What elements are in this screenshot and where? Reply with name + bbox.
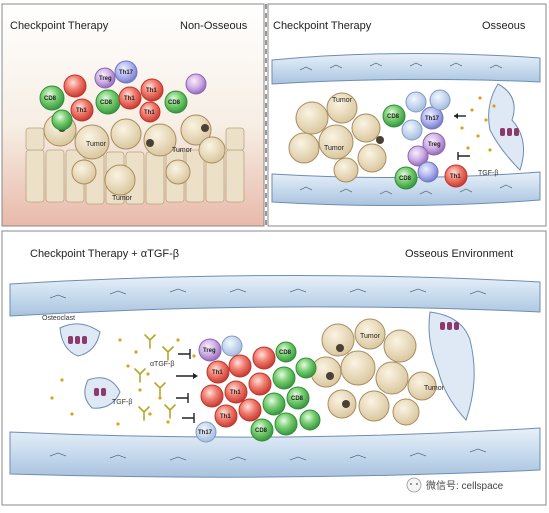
b-th17-label: Th17 — [198, 430, 213, 436]
tl-th1-label-2: Th1 — [76, 108, 87, 114]
tl-th1-label-1: Th1 — [124, 96, 135, 102]
b-cd8-label-1: CD8 — [255, 428, 268, 434]
tcells-tl — [39, 60, 207, 131]
panel-top-right: Checkpoint Therapy Osseous TGF-β — [267, 3, 547, 227]
tcells-tr — [382, 89, 468, 190]
b-cd8-label-3: CD8 — [279, 350, 292, 356]
b-th1-label-1: Th1 — [212, 370, 223, 376]
tl-tumor-label-2: Tumor — [172, 147, 193, 154]
panel-bottom: Checkpoint Therapy + αTGF-β Osseous Envi… — [1, 230, 547, 506]
tcells-b — [195, 335, 321, 443]
tl-treg-label: Treg — [99, 76, 112, 82]
panel-bottom-title: Checkpoint Therapy + αTGF-β — [30, 248, 179, 260]
tl-tumor-label-1: Tumor — [86, 141, 107, 148]
b-inhibit-bars — [176, 349, 195, 423]
b-bone-lower — [9, 427, 541, 478]
b-atgfb-label: αTGF-β — [150, 361, 174, 368]
tr-cd8-label-1: CD8 — [387, 114, 400, 120]
tr-osteoclast — [488, 83, 525, 171]
watermark: 微信号: cellspace — [406, 477, 504, 493]
wechat-icon — [406, 477, 422, 493]
b-tgfb-dots — [50, 338, 196, 426]
b-treg-label: Treg — [203, 348, 216, 354]
tl-cd8-label-2: CD8 — [100, 100, 113, 106]
tl-tumor-label-3: Tumor — [112, 195, 133, 202]
tr-tumor-label-1: Tumor — [332, 97, 353, 104]
b-bone-upper — [9, 274, 541, 317]
b-tgfb-label: TGF-β — [112, 399, 132, 406]
panel-top-right-subtitle: Osseous — [482, 20, 526, 32]
b-th1-label-3: Th1 — [220, 414, 231, 420]
tr-th17-label: Th17 — [425, 116, 440, 122]
tl-th17-label: Th17 — [119, 70, 134, 76]
panel-top-left-title: Checkpoint Therapy — [10, 20, 109, 32]
panel-bottom-subtitle: Osseous Environment — [405, 248, 513, 260]
watermark-text: 微信号: cellspace — [426, 479, 504, 492]
panel-top-right-title: Checkpoint Therapy — [273, 20, 372, 32]
tr-tgfb-label: TGF-β — [478, 170, 498, 177]
tl-th1-label-4: Th1 — [144, 110, 155, 116]
tl-th1-label-3: Th1 — [146, 88, 157, 94]
tumor-cluster-b — [310, 318, 437, 426]
tr-tgfb-dots — [460, 96, 496, 152]
tl-cd8-label-3: CD8 — [168, 100, 181, 106]
b-antibodies — [134, 334, 176, 421]
tr-bone-upper — [271, 52, 541, 85]
tumor-cluster-tr — [288, 92, 387, 183]
tr-treg-label: Treg — [428, 142, 441, 148]
tl-cd8-label-1: CD8 — [44, 96, 57, 102]
tr-osteocytes — [299, 62, 513, 195]
b-tumor-label-2: Tumor — [424, 385, 445, 392]
b-tumor-label-1: Tumor — [360, 333, 381, 340]
b-cd8-label-2: CD8 — [291, 396, 304, 402]
tr-th1-label: Th1 — [450, 174, 461, 180]
tr-cd8-label-2: CD8 — [399, 176, 412, 182]
tr-inhibit-line — [457, 152, 470, 160]
tr-tumor-label-2: Tumor — [324, 145, 345, 152]
tr-osteoclast-nuclei — [500, 128, 519, 136]
b-osteoclast-right — [428, 311, 475, 421]
tumor-cluster-tl — [43, 113, 226, 196]
panel-top-left-subtitle: Non-Osseous — [180, 20, 248, 32]
panel-top-left: Checkpoint Therapy Non-Osseous — [1, 3, 265, 227]
b-th1-label-2: Th1 — [230, 390, 241, 396]
b-osteoclast-label: Osteoclast — [42, 315, 75, 322]
b-osteocytes — [49, 288, 487, 461]
